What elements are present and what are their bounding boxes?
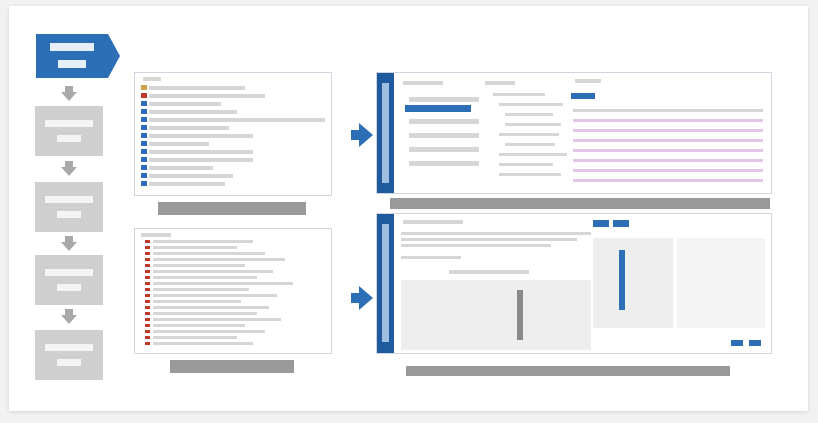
deliverable-doc-screenshot	[134, 228, 332, 354]
chevron-right-icon	[36, 34, 120, 78]
step-4-label-line2	[57, 284, 81, 291]
step-2-label-line2	[57, 135, 81, 142]
step-5[interactable]	[35, 330, 103, 380]
arrow-right-icon	[359, 286, 373, 310]
down-arrow-icon	[61, 315, 77, 324]
system-deliverable-screenshot	[376, 213, 772, 354]
workflow-doc-screenshot	[134, 72, 332, 196]
down-arrow-icon	[61, 167, 77, 176]
step-active-label-line2	[58, 60, 86, 68]
arrow-right-icon	[359, 123, 373, 147]
down-arrow-icon	[61, 242, 77, 251]
step-4[interactable]	[35, 255, 103, 305]
system-workflow-screenshot	[376, 72, 772, 194]
step-5-label	[45, 344, 93, 351]
step-active-chevron[interactable]	[36, 34, 120, 78]
deliverable-doc-caption	[170, 360, 294, 373]
system-workflow-caption	[390, 198, 770, 209]
step-2[interactable]	[35, 106, 103, 156]
step-3-label	[45, 196, 93, 203]
workflow-doc-caption	[158, 202, 306, 215]
step-4-label	[45, 269, 93, 276]
down-arrow-icon	[61, 92, 77, 101]
system-deliverable-caption	[406, 366, 730, 376]
step-active-label	[50, 43, 94, 51]
step-3-label-line2	[57, 211, 81, 218]
step-3[interactable]	[35, 182, 103, 232]
step-5-label-line2	[57, 359, 81, 366]
step-2-label	[45, 120, 93, 127]
